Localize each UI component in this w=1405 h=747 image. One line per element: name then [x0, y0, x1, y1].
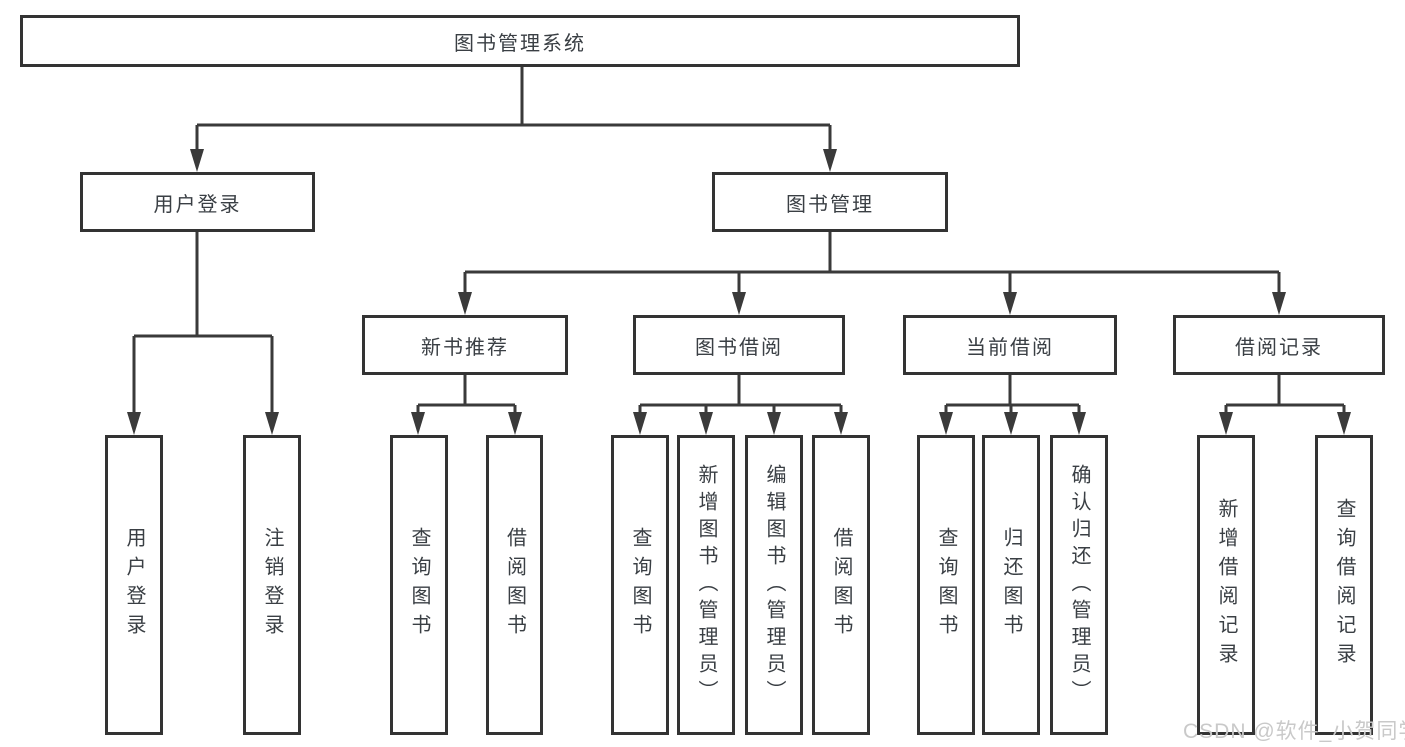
node-module-book-borrow: 图书借阅 [633, 315, 845, 375]
leaf-borrow-query: 查询图书 [611, 435, 669, 735]
node-branch-user-login: 用户登录 [80, 172, 315, 232]
leaf-user-login: 用户登录 [105, 435, 163, 735]
leaf-newbook-borrow: 借阅图书 [486, 435, 543, 735]
leaf-borrow-add-admin: 新增图书（管理员） [677, 435, 735, 735]
leaf-record-query: 查询借阅记录 [1315, 435, 1373, 735]
leaf-newbook-query: 查询图书 [390, 435, 448, 735]
node-module-new-book-recommend: 新书推荐 [362, 315, 568, 375]
leaf-current-return: 归还图书 [982, 435, 1040, 735]
leaf-record-add: 新增借阅记录 [1197, 435, 1255, 735]
leaf-current-confirm-return-admin: 确认归还（管理员） [1050, 435, 1108, 735]
leaf-borrow-borrow: 借阅图书 [812, 435, 870, 735]
leaf-current-query: 查询图书 [917, 435, 975, 735]
node-branch-book-management: 图书管理 [712, 172, 948, 232]
node-module-current-borrow: 当前借阅 [903, 315, 1117, 375]
leaf-borrow-edit-admin: 编辑图书（管理员） [745, 435, 803, 735]
node-module-borrow-records: 借阅记录 [1173, 315, 1385, 375]
leaf-logout: 注销登录 [243, 435, 301, 735]
csdn-watermark: CSDN @软件_小贺同学 [1183, 720, 1405, 743]
node-root-system: 图书管理系统 [20, 15, 1020, 67]
